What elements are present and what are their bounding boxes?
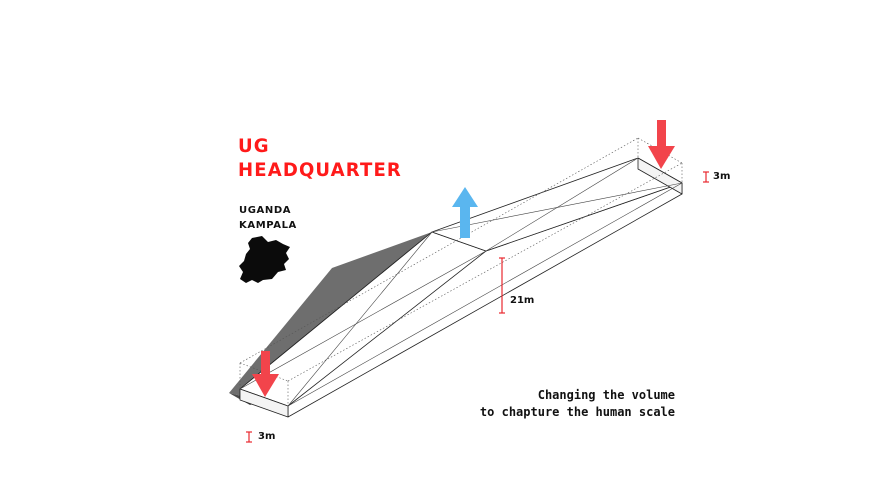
location-country: UGANDA — [239, 205, 292, 216]
dimension-label-left: 3m — [258, 431, 276, 442]
dimension-marker-right — [703, 171, 709, 183]
building-volume — [239, 157, 683, 418]
dimension-label-right: 3m — [713, 171, 731, 182]
caption-line-2: to chapture the human scale — [479, 405, 675, 419]
dimension-marker-left — [246, 431, 252, 443]
title-line-2: HEADQUARTER — [238, 159, 402, 181]
dimension-label-peak: 21m — [510, 295, 535, 306]
arrow-down-icon-right — [648, 120, 675, 169]
arrow-up-icon — [452, 187, 478, 238]
diagram-caption: Changing the volume to chapture the huma… — [480, 387, 675, 421]
caption-line-1: Changing the volume — [537, 388, 675, 402]
location-city: KAMPALA — [239, 220, 297, 231]
uganda-map-icon — [239, 236, 290, 283]
location-label: UGANDA KAMPALA — [239, 203, 297, 233]
diagonal-lines — [239, 157, 683, 407]
building-left-end — [239, 388, 289, 418]
page-title: UG HEADQUARTER — [238, 134, 402, 182]
title-line-1: UG — [238, 135, 270, 157]
arrow-down-icon-left — [252, 351, 279, 397]
dimension-marker-peak — [499, 257, 505, 314]
